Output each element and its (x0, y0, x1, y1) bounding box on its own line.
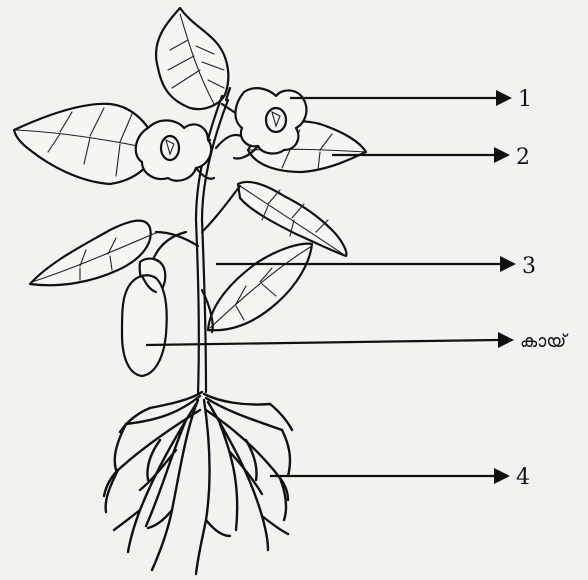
flower-upper-left (136, 120, 214, 180)
label-1: 1 (518, 87, 532, 112)
label-3: 3 (522, 254, 536, 279)
left-lower-leaf (30, 221, 158, 286)
root-system (104, 392, 292, 574)
label-2: 2 (516, 145, 530, 170)
right-middle-leaf (238, 182, 346, 256)
pointer-1 (290, 90, 512, 106)
right-lower-leaf (208, 244, 312, 331)
label-4: 4 (516, 465, 530, 490)
label-fruit: കായ് (520, 331, 569, 352)
top-leaf (156, 8, 228, 109)
pointer-4 (270, 468, 510, 484)
pointer-fruit (146, 332, 514, 348)
